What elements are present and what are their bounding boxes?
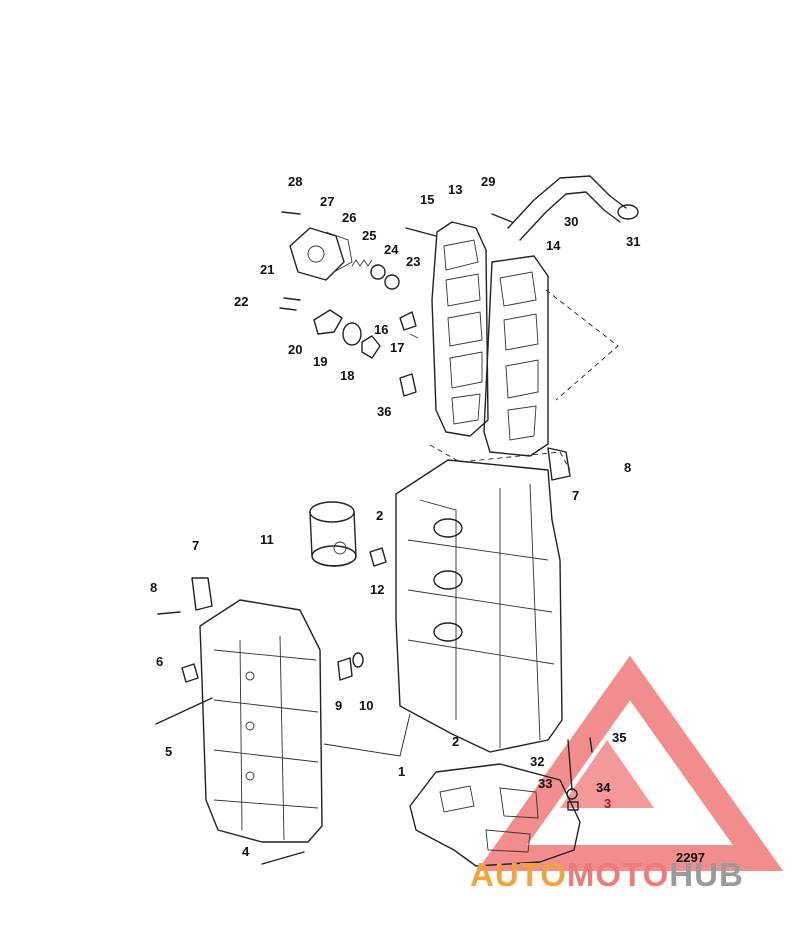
callout-16: 16: [374, 322, 388, 337]
watermark-text: AUTOMOTOHUB: [470, 856, 744, 893]
leader-line: [323, 713, 411, 757]
watermark-text-moto: MOTO: [567, 856, 669, 893]
drain-plug: [337, 652, 364, 681]
callout-26: 26: [342, 210, 356, 225]
callout-27: 27: [320, 194, 334, 209]
callout-29: 29: [481, 174, 495, 189]
callout-28: 28: [288, 174, 302, 189]
callout-36: 36: [377, 404, 391, 419]
callout-7: 7: [192, 538, 199, 553]
callout-31: 31: [626, 234, 640, 249]
callout-6: 6: [156, 654, 163, 669]
callout-25: 25: [362, 228, 376, 243]
callout-23: 23: [406, 254, 420, 269]
exhaust-cover-assembly: [429, 175, 639, 471]
callout-20: 20: [288, 342, 302, 357]
oil-filter: [309, 501, 357, 567]
callout-22: 22: [234, 294, 248, 309]
stud-hardware: [566, 737, 593, 811]
watermark-text-auto: AUTO: [470, 856, 567, 893]
callout-34: 34: [596, 780, 611, 795]
callout-5: 5: [165, 744, 172, 759]
cylinder-block: [395, 447, 571, 753]
watermark-logo-icon: [476, 655, 784, 871]
base-gasket: [409, 763, 581, 867]
callout-9: 9: [335, 698, 342, 713]
callout-19: 19: [313, 354, 327, 369]
callout-21: 21: [260, 262, 274, 277]
callout-30: 30: [564, 214, 578, 229]
callout-11: 11: [260, 532, 274, 547]
callout-4: 4: [242, 844, 250, 859]
callout-17: 17: [390, 340, 404, 355]
callout-2: 2: [376, 508, 383, 523]
thermostat-assembly: [279, 211, 513, 397]
callout-8: 8: [150, 580, 157, 595]
callout-13: 13: [448, 182, 462, 197]
callout-24: 24: [384, 242, 399, 257]
callout-2: 2: [452, 734, 459, 749]
figure-number: 2297: [676, 850, 705, 865]
callout-10: 10: [359, 698, 373, 713]
crankcase-cover: [155, 577, 323, 865]
callout-7: 7: [572, 488, 579, 503]
callout-8: 8: [624, 460, 631, 475]
callout-15: 15: [420, 192, 434, 207]
callout-1: 1: [398, 764, 405, 779]
fitting-part: [369, 547, 387, 567]
callout-14: 14: [546, 238, 561, 253]
watermark-text-hub: HUB: [669, 856, 744, 893]
callout-labels: 1 2 2 3 4 5 6 7 7 8 8 9 10 11 12 13 14 1…: [150, 174, 640, 859]
callout-18: 18: [340, 368, 354, 383]
callout-3: 3: [604, 796, 611, 811]
callout-32: 32: [530, 754, 544, 769]
callout-33: 33: [538, 776, 552, 791]
callout-12: 12: [370, 582, 384, 597]
callout-35: 35: [612, 730, 626, 745]
